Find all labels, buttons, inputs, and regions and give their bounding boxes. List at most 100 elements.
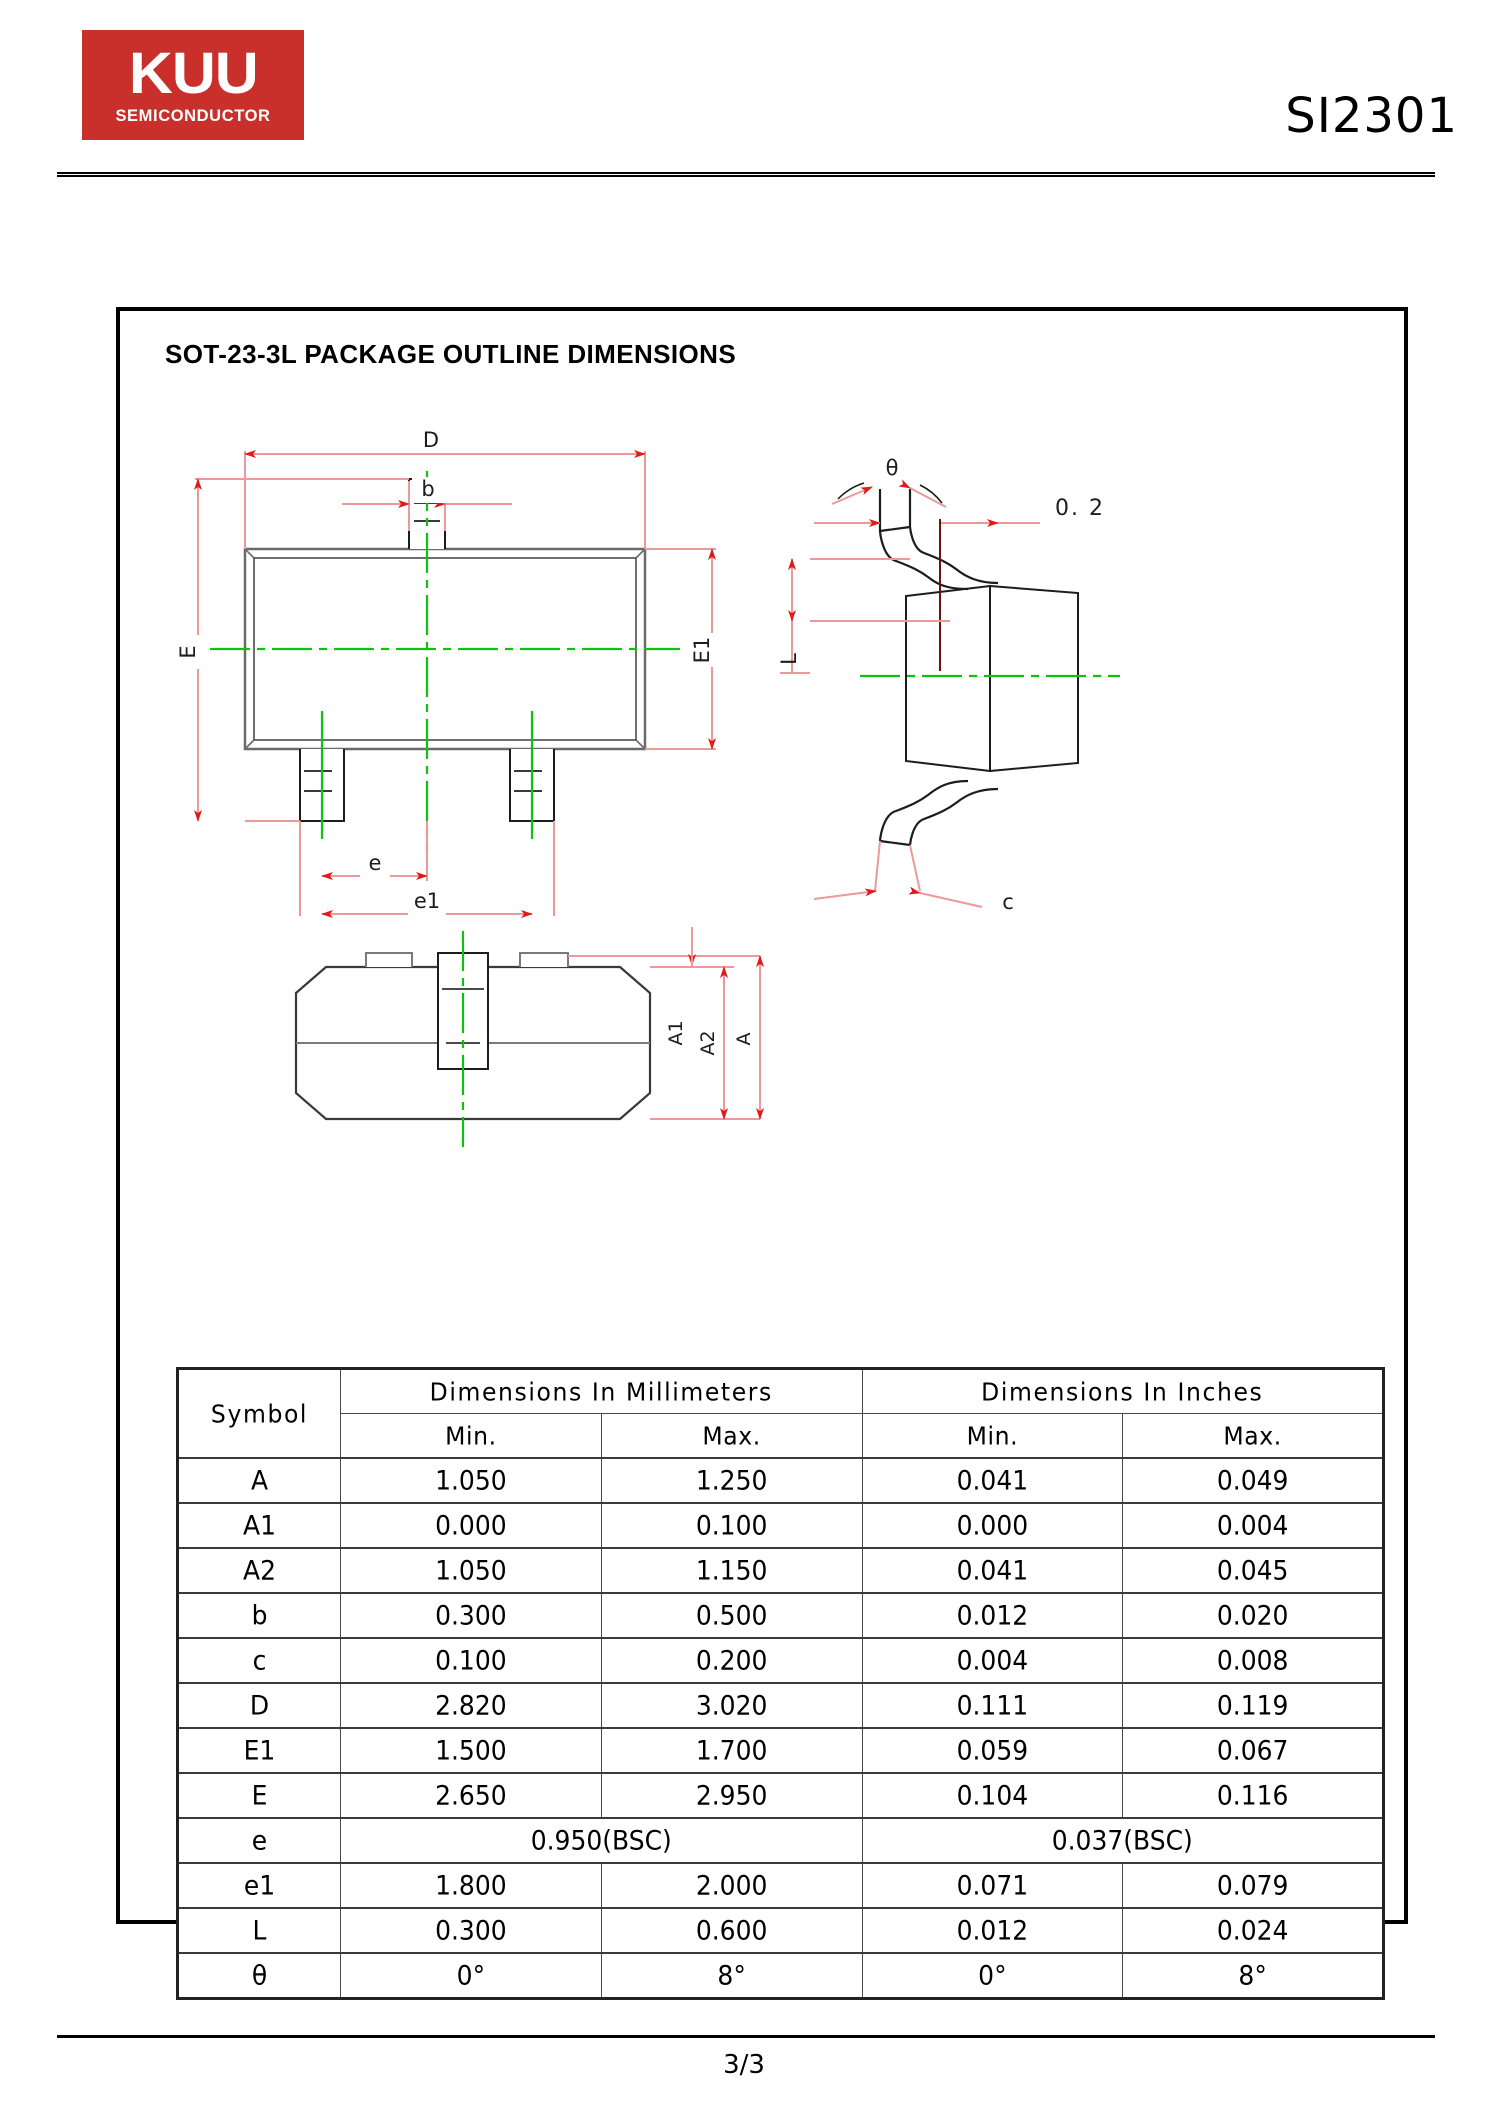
cell-symbol: θ xyxy=(177,1950,341,2001)
cell-inch-max: 0.024 xyxy=(1122,1905,1385,1955)
top-view-drawing: D b E E1 e xyxy=(176,427,722,918)
dim-label-D: D xyxy=(423,428,439,452)
cell-inch-max: 8° xyxy=(1122,1950,1385,2001)
dim-label-E: E xyxy=(176,645,200,658)
cell-mm-min: 0° xyxy=(340,1950,602,2001)
package-drawings: D b E E1 e xyxy=(120,371,1404,1271)
cell-mm-min: 0.300 xyxy=(340,1590,602,1640)
cell-inch-max: 0.119 xyxy=(1122,1680,1385,1730)
cell-inch-max: 0.008 xyxy=(1122,1635,1385,1685)
cell-mm-max: 3.020 xyxy=(600,1680,863,1730)
page-title: SI2301 xyxy=(1285,88,1458,144)
cell-mm-min: 0.300 xyxy=(340,1905,602,1955)
table-sub-header-row: Min. Max. Min. Max. xyxy=(178,1411,1385,1460)
cell-inch-min: 0.071 xyxy=(861,1860,1124,1910)
dimensions-table: Symbol Dimensions In Millimeters Dimensi… xyxy=(176,1365,1386,2001)
cell-symbol: A2 xyxy=(177,1545,341,1595)
cell-inch-min: 0.059 xyxy=(861,1725,1124,1775)
cell-mm-max: 1.150 xyxy=(600,1545,863,1595)
page-header: KUU SEMICONDUCTOR SI2301 xyxy=(0,0,1488,190)
cell-inch-max: 0.049 xyxy=(1122,1455,1385,1505)
cell-inch-max: 0.045 xyxy=(1122,1545,1385,1595)
cell-symbol: E1 xyxy=(177,1725,341,1775)
package-outline-panel: SOT-23-3L PACKAGE OUTLINE DIMENSIONS xyxy=(116,307,1408,2001)
col-header-millimeters: Dimensions In Millimeters xyxy=(340,1366,863,1416)
cell-symbol: A1 xyxy=(177,1500,341,1550)
cell-inch-min: 0.004 xyxy=(861,1635,1124,1685)
dim-label-A1: A1 xyxy=(665,1020,687,1045)
col-header-inches: Dimensions In Inches xyxy=(861,1366,1385,1416)
cell-mm-max: 0.200 xyxy=(600,1635,863,1685)
cell-mm-max: 8° xyxy=(600,1950,863,2001)
cell-mm-max: 0.500 xyxy=(600,1590,863,1640)
dim-label-e: e xyxy=(369,851,382,875)
logo-tagline: SEMICONDUCTOR xyxy=(115,106,271,125)
page-number: 3/3 xyxy=(723,2050,765,2080)
cell-mm-max: 1.250 xyxy=(600,1455,863,1505)
col-header-mm-max: Max. xyxy=(600,1411,863,1460)
col-header-symbol: Symbol xyxy=(177,1365,341,1462)
cell-inch-min: 0.041 xyxy=(861,1545,1124,1595)
front-view-drawing: A1 A2 A xyxy=(294,927,764,1147)
footer-divider xyxy=(57,2035,1435,2038)
dim-label-b: b xyxy=(421,477,434,501)
cell-inch-max: 0.116 xyxy=(1122,1770,1385,1820)
dim-label-L: L xyxy=(777,653,801,665)
logo-wordmark: KUU xyxy=(128,40,259,106)
cell-mm-max: 2.000 xyxy=(600,1860,863,1910)
cell-symbol: E xyxy=(177,1770,341,1820)
dim-label-e1: e1 xyxy=(414,889,440,913)
cell-inch-min: 0.000 xyxy=(861,1500,1124,1550)
side-view-drawing: θ 0. 2 xyxy=(777,456,1120,914)
cell-mm-max: 0.100 xyxy=(600,1500,863,1550)
cell-mm-min: 1.500 xyxy=(340,1725,602,1775)
cell-inch-max: 0.004 xyxy=(1122,1500,1385,1550)
cell-mm-min: 1.050 xyxy=(340,1455,602,1505)
outline-drawing-svg: D b E E1 e xyxy=(176,427,1120,1147)
cell-inch-max: 0.067 xyxy=(1122,1725,1385,1775)
cell-symbol: c xyxy=(177,1635,341,1685)
dim-label-A2: A2 xyxy=(697,1030,719,1055)
cell-inch-min: 0.111 xyxy=(861,1680,1124,1730)
cell-symbol: L xyxy=(177,1905,341,1955)
cell-mm-max: 1.700 xyxy=(600,1725,863,1775)
table-head: Symbol Dimensions In Millimeters Dimensi… xyxy=(177,1365,1385,1462)
col-header-in-min: Min. xyxy=(861,1411,1124,1460)
dim-label-E1: E1 xyxy=(690,637,714,664)
table-group-header-row: Symbol Dimensions In Millimeters Dimensi… xyxy=(177,1365,1385,1462)
header-divider xyxy=(57,172,1435,177)
cell-inch-span: 0.037(BSC) xyxy=(861,1815,1385,1865)
col-header-mm-min: Min. xyxy=(340,1411,602,1460)
cell-inch-min: 0.104 xyxy=(861,1770,1124,1820)
cell-symbol: e xyxy=(177,1815,341,1865)
cell-mm-min: 1.050 xyxy=(340,1545,602,1595)
cell-inch-min: 0.012 xyxy=(861,1590,1124,1640)
cell-inch-max: 0.079 xyxy=(1122,1860,1385,1910)
section-heading: SOT-23-3L PACKAGE OUTLINE DIMENSIONS xyxy=(165,339,737,369)
cell-inch-min: 0° xyxy=(861,1950,1124,2001)
cell-mm-min: 0.000 xyxy=(340,1500,602,1550)
cell-symbol: A xyxy=(177,1455,341,1505)
cell-symbol: D xyxy=(177,1680,341,1730)
dim-label-theta: θ xyxy=(886,456,899,480)
dim-label-A: A xyxy=(733,1033,755,1046)
cell-mm-min: 1.800 xyxy=(340,1860,602,1910)
cell-symbol: e1 xyxy=(177,1860,341,1910)
cell-mm-span: 0.950(BSC) xyxy=(340,1815,863,1865)
dim-label-gap: 0. 2 xyxy=(1055,496,1105,521)
col-header-in-max: Max. xyxy=(1122,1411,1385,1460)
cell-mm-min: 0.100 xyxy=(340,1635,602,1685)
cell-mm-max: 0.600 xyxy=(600,1905,863,1955)
